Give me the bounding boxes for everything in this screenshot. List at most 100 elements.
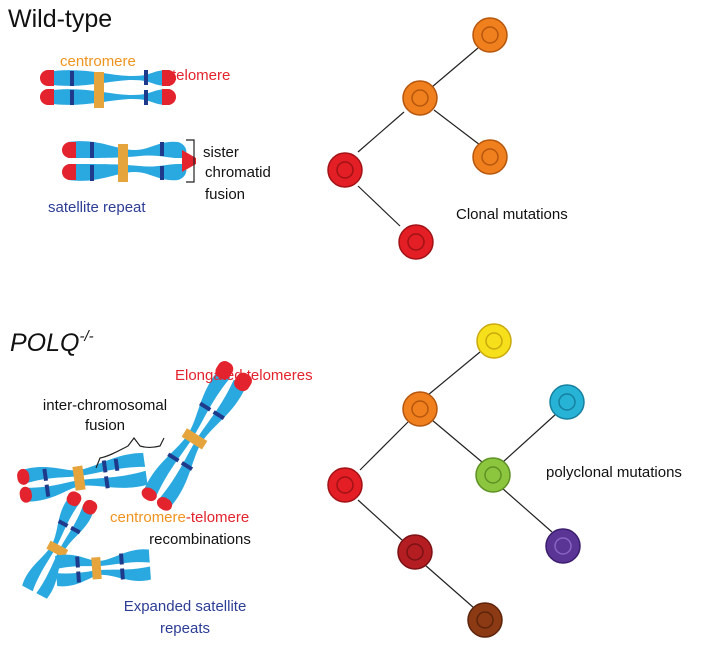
cell-orange <box>472 139 508 175</box>
wildtype-chromosome-1 <box>40 70 176 108</box>
fused-telomere-mark <box>182 150 196 172</box>
centromere-mark <box>118 144 128 182</box>
elongated-label: Elongated telomeres <box>175 367 313 384</box>
satellite-band <box>76 571 81 583</box>
cell-orange <box>402 80 438 116</box>
polq-title-sup: -/- <box>79 328 94 345</box>
telomere-mark <box>19 486 32 503</box>
tree-edge <box>502 413 557 463</box>
satellite-band <box>101 460 108 473</box>
cell-red <box>327 467 363 503</box>
tree-edge <box>357 499 403 541</box>
chromatid-bottom <box>46 89 170 105</box>
satellite-band <box>90 165 94 181</box>
satellite-band <box>160 142 164 156</box>
inter-label-line-1: inter-chromosomal <box>42 397 168 414</box>
centromere-telomere-label: centromere-telomere <box>110 508 249 527</box>
satellite-band <box>212 410 225 420</box>
tree-edge <box>427 351 481 396</box>
satellite-band <box>119 553 124 565</box>
satellite-band <box>44 484 51 497</box>
polyclonal-label: polyclonal mutations <box>546 464 682 481</box>
inter-label-line-2: fusion <box>84 417 126 434</box>
satellite-band <box>144 90 148 105</box>
tree-edge <box>357 111 405 153</box>
cell-red <box>327 152 363 188</box>
telomere-mark <box>62 142 76 158</box>
fusion-bracket <box>186 139 195 183</box>
cell-darkred <box>397 534 433 570</box>
telomere-word: -telomere <box>185 509 250 526</box>
polq-chromosome-upright <box>141 361 252 511</box>
centromere-mark <box>72 465 86 491</box>
sister-label-line-2: chromatid <box>205 164 271 181</box>
tree-edge <box>501 487 553 533</box>
satellite-band <box>113 458 120 472</box>
tree-edge <box>357 185 401 227</box>
satellite-label: satellite repeat <box>48 199 146 216</box>
expanded-label-line-2: repeats <box>159 620 211 637</box>
polq-title: POLQ-/- <box>10 322 94 358</box>
polq-title-main: POLQ <box>10 329 80 357</box>
satellite-band <box>144 70 148 85</box>
cell-red <box>398 224 434 260</box>
wildtype-chromosome-2 <box>62 139 196 183</box>
cell-brown <box>467 602 503 638</box>
tree-edge <box>433 109 481 146</box>
centromere-mark <box>181 428 208 450</box>
telomere-mark <box>82 499 98 515</box>
satellite-band <box>75 556 80 568</box>
wildtype-title: Wild-type <box>8 5 113 33</box>
centromere-mark <box>94 72 104 108</box>
telomere-mark <box>141 487 157 502</box>
telomere-mark <box>40 89 54 105</box>
telomere-mark <box>156 497 173 511</box>
satellite-band <box>42 468 49 482</box>
centromere-word: centromere <box>110 509 186 526</box>
satellite-band <box>120 568 125 580</box>
polq-chromosome-horizontal <box>17 452 148 503</box>
telomere-mark <box>17 468 30 485</box>
cell-cyan <box>549 384 585 420</box>
satellite-band <box>90 142 94 158</box>
telomere-mark <box>215 361 234 380</box>
satellite-band <box>57 519 69 528</box>
telomere-label: telomere <box>172 67 231 84</box>
cell-orange <box>402 391 438 427</box>
satellite-band <box>70 90 74 105</box>
wildtype-tree <box>327 17 508 260</box>
polq-chromosome-bottom <box>55 549 151 587</box>
telomere-mark <box>234 372 252 392</box>
satellite-band <box>104 476 110 489</box>
cell-orange <box>472 17 508 53</box>
inter-fusion-bracket <box>95 437 165 469</box>
chromatid-top <box>46 70 170 86</box>
satellite-band <box>180 461 194 471</box>
satellite-band <box>70 71 74 86</box>
cell-purple <box>545 528 581 564</box>
telomere-mark <box>162 70 176 86</box>
satellite-band <box>160 166 164 180</box>
satellite-band <box>167 452 180 463</box>
centromere-mark <box>91 556 102 580</box>
recombinations-label: recombinations <box>149 531 251 548</box>
polq-chromosome-diagonal <box>22 491 98 599</box>
tree-edge <box>424 564 475 609</box>
cell-yellow <box>476 323 512 359</box>
cell-green <box>475 457 511 493</box>
satellite-band <box>70 525 81 535</box>
clonal-label: Clonal mutations <box>456 206 568 223</box>
tree-edge <box>431 419 483 463</box>
tree-edge <box>359 421 409 471</box>
expanded-label-line-1: Expanded satellite <box>123 598 247 615</box>
telomere-mark <box>62 164 76 180</box>
telomere-mark <box>40 70 54 86</box>
satellite-band <box>199 401 212 412</box>
telomere-mark <box>66 491 82 507</box>
centromere-mark <box>46 540 69 558</box>
sister-label-line-1: sister <box>203 144 239 161</box>
polq-tree <box>327 323 585 638</box>
centromere-label: centromere <box>60 53 136 70</box>
